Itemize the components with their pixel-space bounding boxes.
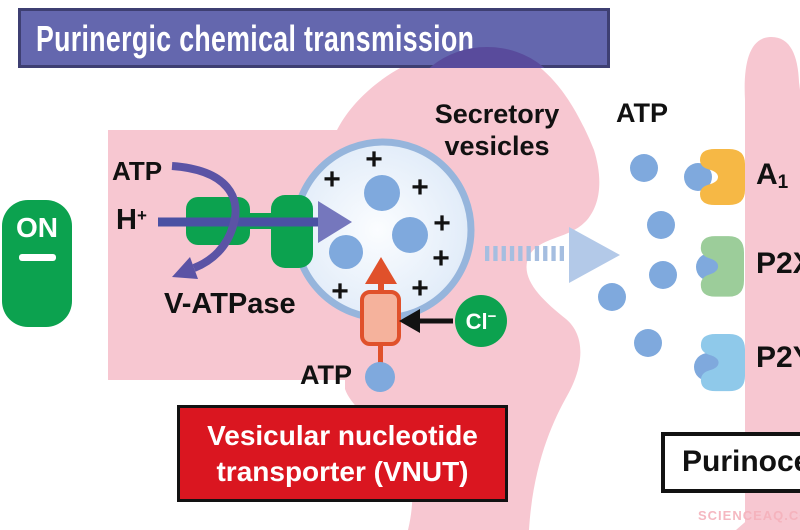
p2y-receptor-label: P2Y bbox=[756, 341, 800, 374]
exocytosis-arrow-head bbox=[569, 227, 620, 283]
a1-receptor bbox=[700, 149, 745, 205]
atp-molecule-dot bbox=[364, 175, 400, 211]
atp-molecule-dot bbox=[684, 163, 712, 191]
plus-charge: + bbox=[323, 163, 341, 196]
atp-molecule-dot bbox=[634, 329, 662, 357]
plus-charge: + bbox=[433, 207, 451, 240]
p2x-receptor-label: P2X bbox=[756, 247, 800, 280]
exocytosis-dashed-arrow bbox=[485, 246, 564, 261]
atp-molecule-dot bbox=[598, 283, 626, 311]
vnut-transporter-stem-bottom bbox=[378, 344, 383, 366]
p2y-receptor bbox=[700, 334, 745, 392]
vnut-uptake-arrow-stem bbox=[378, 280, 384, 294]
vnut-caption-box: Vesicular nucleotide transporter (VNUT) bbox=[177, 405, 508, 502]
plus-charge: + bbox=[432, 242, 450, 275]
atp-molecule-dot bbox=[392, 217, 428, 253]
atp-hydrolysis-arrow-head bbox=[172, 257, 198, 279]
on-underline bbox=[18, 254, 56, 261]
chloride-ion-badge: Cl− bbox=[455, 295, 507, 347]
on-label: ON bbox=[16, 212, 58, 243]
v-atpase-label: V-ATPase bbox=[164, 288, 296, 320]
atp-released-label: ATP bbox=[616, 98, 668, 128]
atp-hydrolysis-arrow bbox=[171, 162, 240, 272]
vnut-uptake-arrow-head bbox=[365, 257, 397, 284]
atp-molecule-dot bbox=[649, 261, 677, 289]
postsynaptic-cell-shape bbox=[744, 36, 800, 530]
atp-cytosol-label: ATP bbox=[112, 156, 163, 186]
plus-charge: + bbox=[365, 143, 383, 176]
plus-charge: + bbox=[411, 171, 429, 204]
secretory-vesicles-label: Secretory vesicles bbox=[434, 99, 560, 161]
atp-molecule-dot bbox=[365, 362, 395, 392]
a1-receptor-label: A1 bbox=[756, 158, 789, 193]
watermark: SCIENCEAQ.COM bbox=[698, 508, 800, 523]
vnut-transporter-body bbox=[360, 290, 401, 346]
plus-charge: + bbox=[411, 272, 429, 305]
proton-flow-arrow-head bbox=[318, 201, 352, 243]
title-banner: Purinergic chemical transmission bbox=[18, 8, 610, 68]
atp-vnut-label: ATP bbox=[300, 360, 352, 390]
figure-title: Purinergic chemical transmission bbox=[36, 18, 475, 59]
p2x-receptor bbox=[700, 236, 744, 297]
atp-molecule-dot bbox=[329, 235, 363, 269]
chloride-label: Cl− bbox=[465, 307, 497, 334]
plus-charge: + bbox=[331, 275, 349, 308]
purinoceptors-caption-box: Purinoceptors bbox=[661, 432, 800, 493]
chloride-arrow-head bbox=[399, 309, 420, 333]
v-atpase-subunit bbox=[271, 195, 313, 268]
atp-molecule-dot bbox=[647, 211, 675, 239]
atp-molecule-dot bbox=[630, 154, 658, 182]
proton-label: H+ bbox=[116, 204, 147, 236]
on-state-badge: ON bbox=[2, 200, 72, 327]
